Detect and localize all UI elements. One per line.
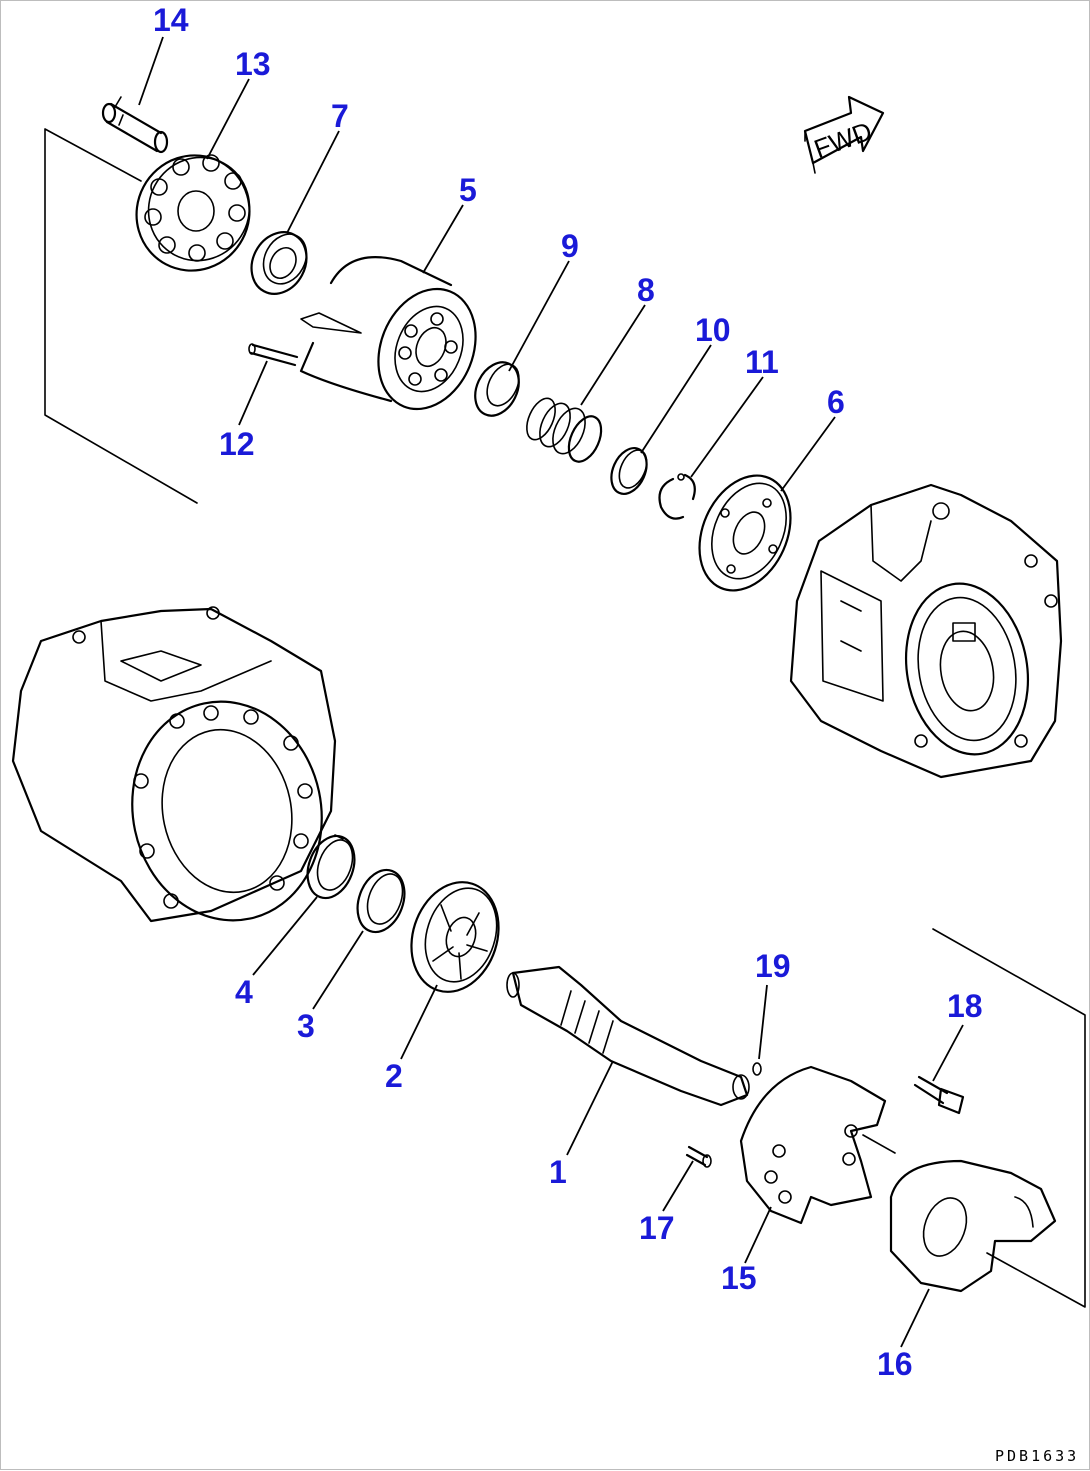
part-18-bolt — [913, 1075, 965, 1115]
callout-18: 18 — [947, 988, 983, 1024]
housing-right — [789, 483, 1063, 779]
drawing-code: PDB1633 — [995, 1447, 1079, 1465]
part-6-retainer — [698, 474, 792, 592]
part-10-ring — [610, 447, 648, 495]
fwd-arrow: FWD — [803, 95, 885, 174]
part-7-bearing — [250, 231, 308, 295]
callouts: 14 13 7 5 9 8 10 11 6 12 19 18 4 3 2 1 1… — [153, 2, 983, 1382]
fwd-label: FWD — [810, 116, 876, 164]
housing-left — [11, 606, 337, 923]
callout-5: 5 — [459, 172, 477, 208]
part-12-pin — [248, 343, 299, 367]
callout-17: 17 — [639, 1210, 675, 1246]
part-13-valve-plate — [135, 154, 251, 272]
part-2-bearing — [410, 881, 500, 993]
callout-3: 3 — [297, 1008, 315, 1044]
callout-8: 8 — [637, 272, 655, 308]
frame-lower-right — [862, 928, 1086, 1308]
callout-9: 9 — [561, 228, 579, 264]
part-8-spring — [526, 397, 603, 463]
part-15-swash-holder — [739, 1065, 887, 1225]
callout-15: 15 — [721, 1260, 757, 1296]
callout-7: 7 — [331, 98, 349, 134]
callout-13: 13 — [235, 46, 271, 82]
callout-16: 16 — [877, 1346, 913, 1382]
callout-10: 10 — [695, 312, 731, 348]
callout-6: 6 — [827, 384, 845, 420]
part-4-snap-ring — [306, 834, 356, 900]
frame-upper-left — [44, 128, 198, 504]
part-16-swash-plate — [889, 1159, 1057, 1293]
part-17-pin — [685, 1145, 712, 1168]
callout-11: 11 — [745, 344, 779, 380]
callout-2: 2 — [385, 1058, 403, 1094]
callout-19: 19 — [755, 948, 791, 984]
part-5-cylinder-block — [299, 256, 477, 411]
part-1-shaft — [506, 965, 750, 1107]
leader-lines — [138, 36, 964, 1348]
callout-12: 12 — [219, 426, 255, 462]
callout-4: 4 — [235, 974, 253, 1010]
part-9-ring — [474, 361, 520, 417]
part-11-circlip — [658, 473, 696, 520]
part-19-pin — [752, 1062, 762, 1076]
callout-1: 1 — [549, 1154, 567, 1190]
callout-14: 14 — [153, 2, 189, 38]
part-14-bolt — [101, 96, 169, 154]
part-3-spacer — [356, 868, 406, 934]
